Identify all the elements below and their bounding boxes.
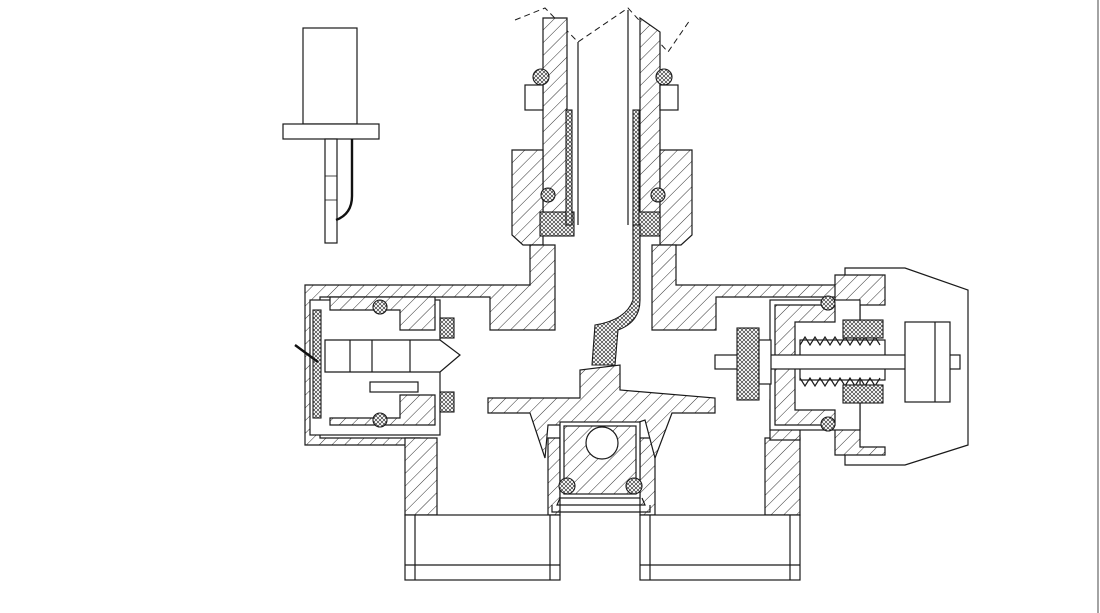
break-line	[514, 7, 691, 53]
cartridge-stem	[324, 339, 461, 373]
valve-body	[304, 244, 861, 581]
probe-wire	[335, 139, 354, 222]
diverter	[487, 224, 716, 513]
spring	[799, 335, 881, 388]
probe-stem	[324, 138, 338, 244]
body-lower-right	[764, 437, 801, 516]
diverter-wedge	[487, 364, 716, 460]
port-right	[639, 514, 801, 581]
o-ring	[655, 68, 673, 86]
cartridge-seal	[312, 309, 322, 419]
valve-disc	[736, 327, 760, 401]
ball	[585, 426, 619, 460]
flex-hose	[591, 224, 641, 366]
leader-arrow	[294, 344, 319, 363]
right-cartridge	[714, 267, 969, 466]
spindle	[714, 354, 961, 370]
top-outlet-pipe	[511, 7, 693, 246]
probe-detail	[282, 27, 380, 244]
left-cartridge	[294, 296, 461, 436]
probe-head	[302, 27, 358, 125]
body-lower-left	[404, 437, 438, 516]
pipe-wall-left	[542, 17, 568, 236]
o-ring	[532, 68, 550, 86]
probe-flange	[282, 123, 380, 140]
union-nut-left	[511, 149, 544, 246]
port-left	[404, 514, 561, 581]
